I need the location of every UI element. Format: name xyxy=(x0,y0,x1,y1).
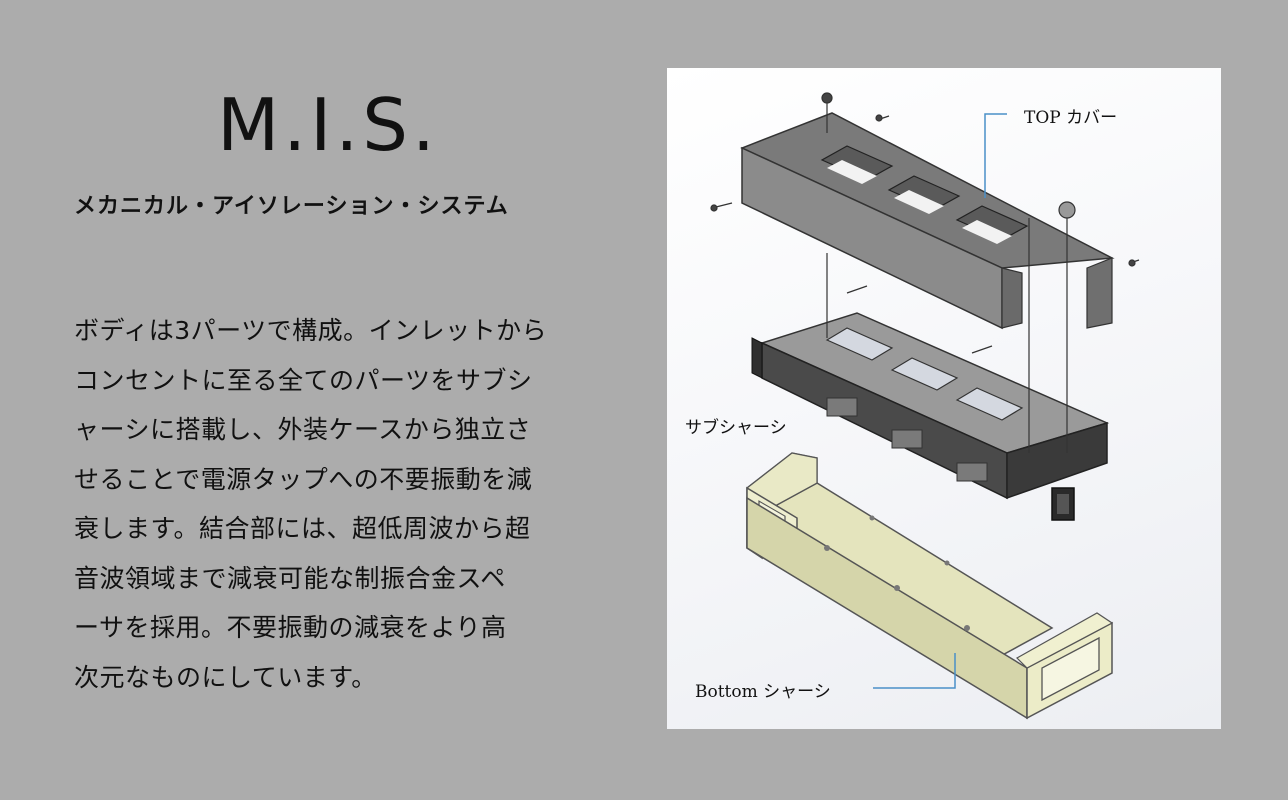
page-title: M.I.S. xyxy=(217,83,439,167)
description-line: ボディは3パーツで構成。インレットから xyxy=(74,316,548,345)
screws-illustration xyxy=(710,92,1140,453)
exploded-view-illustration xyxy=(710,92,1140,720)
description-line: 次元なものにしています。 xyxy=(74,662,377,692)
label-sub-chassis: サブシャーシ xyxy=(685,418,787,438)
description-line: コンセントに至る全てのパーツをサブシ xyxy=(74,365,533,395)
description: ボディは3パーツで構成。インレットから コンセントに至る全てのパーツをサブシ ャ… xyxy=(74,306,588,702)
description-line: 衰します。結合部には、超低周波から超 xyxy=(74,514,531,543)
bottom-chassis-illustration xyxy=(746,452,1114,720)
page-subtitle: メカニカル・アイソレーション・システム xyxy=(74,194,509,219)
exploded-view-diagram: TOP カバー サブシャーシ Bottom シャーシ xyxy=(667,68,1221,729)
description-line: 音波領域まで減衰可能な制振合金スペ xyxy=(74,563,506,593)
description-line: せることで電源タップへの不要振動を減 xyxy=(74,464,533,494)
label-bottom-chassis: Bottom シャーシ xyxy=(695,682,831,702)
top-cover-illustration xyxy=(740,112,1115,330)
leader-lines xyxy=(873,113,1007,689)
label-top-cover: TOP カバー xyxy=(1024,108,1118,128)
description-line: ーサを採用。不要振動の減衰をより高 xyxy=(74,613,507,642)
description-line: ャーシに搭載し、外装ケースから独立さ xyxy=(74,415,532,444)
sub-chassis-illustration xyxy=(751,312,1110,521)
